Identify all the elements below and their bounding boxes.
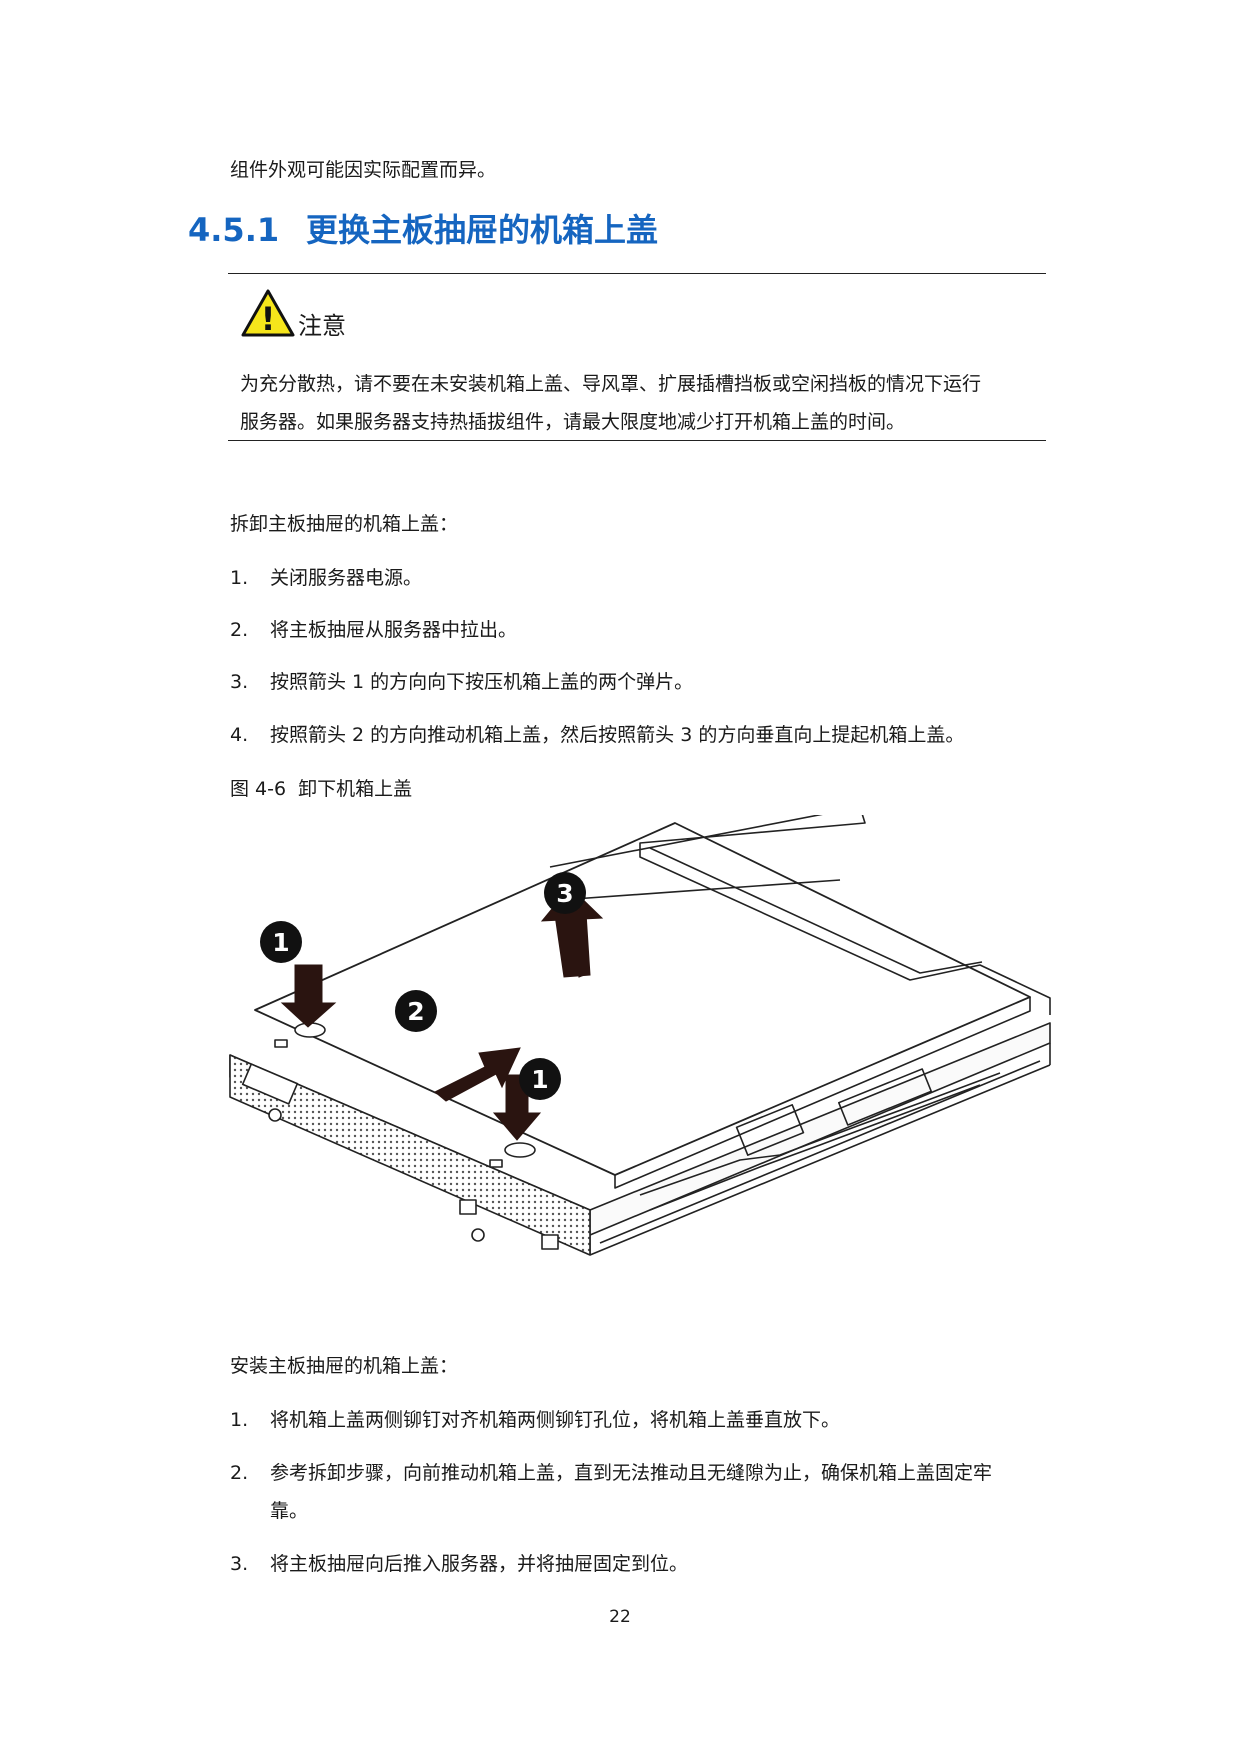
- removal-step-3: 3. 按照箭头 1 的方向向下按压机箱上盖的两个弹片。: [230, 670, 693, 694]
- section-heading: 4.5.1 更换主板抽屉的机箱上盖: [188, 210, 658, 250]
- step-text: 将主板抽屉从服务器中拉出。: [270, 619, 518, 641]
- notice-line-1: 为充分散热，请不要在未安装机箱上盖、导风罩、扩展插槽挡板或空闲挡板的情况下运行: [240, 373, 982, 395]
- removal-step-1: 1. 关闭服务器电源。: [230, 566, 422, 590]
- step-text: 按照箭头 2 的方向推动机箱上盖，然后按照箭头 3 的方向垂直向上提起机箱上盖。: [270, 724, 965, 746]
- section-number: 4.5.1: [188, 211, 280, 249]
- install-step-2-continuation: 靠。: [270, 1500, 309, 1522]
- notice-title: 注意: [298, 312, 346, 340]
- removal-heading: 拆卸主板抽屉的机箱上盖：: [230, 513, 459, 535]
- notice-top-rule: [228, 273, 1046, 274]
- notice-bottom-rule: [228, 440, 1046, 441]
- page-number: 22: [609, 1607, 631, 1627]
- svg-text:1: 1: [531, 1065, 548, 1094]
- callout-3: 3: [544, 872, 586, 914]
- figure-caption-text: 卸下机箱上盖: [298, 778, 413, 800]
- step-text: 将机箱上盖两侧铆钉对齐机箱两侧铆钉孔位，将机箱上盖垂直放下。: [270, 1409, 841, 1431]
- step-text: 将主板抽屉向后推入服务器，并将抽屉固定到位。: [270, 1553, 689, 1575]
- install-step-2: 2. 参考拆卸步骤，向前推动机箱上盖，直到无法推动且无缝隙为止，确保机箱上盖固定牢: [230, 1461, 992, 1485]
- figure-caption: 图 4-6 卸下机箱上盖: [230, 777, 412, 801]
- svg-text:3: 3: [556, 879, 573, 908]
- step-text: 关闭服务器电源。: [270, 567, 423, 589]
- intro-line: 组件外观可能因实际配置而异。: [230, 159, 497, 181]
- callout-1-right: 1: [519, 1058, 561, 1100]
- install-step-3: 3. 将主板抽屉向后推入服务器，并将抽屉固定到位。: [230, 1552, 688, 1576]
- chassis-cover-removal-illustration: 1 1 2 3: [220, 806, 1070, 1295]
- svg-text:!: !: [261, 300, 276, 338]
- svg-text:2: 2: [407, 997, 424, 1026]
- step-number: 1.: [230, 1409, 249, 1431]
- callout-2: 2: [395, 990, 437, 1032]
- callout-1-left: 1: [260, 921, 302, 963]
- warning-triangle-icon: !: [240, 288, 296, 338]
- step-number: 3.: [230, 1553, 249, 1575]
- step-number: 2.: [230, 1462, 249, 1484]
- step-number: 4.: [230, 724, 249, 746]
- install-step-1: 1. 将机箱上盖两侧铆钉对齐机箱两侧铆钉孔位，将机箱上盖垂直放下。: [230, 1408, 840, 1432]
- step-number: 1.: [230, 567, 249, 589]
- step-text: 参考拆卸步骤，向前推动机箱上盖，直到无法推动且无缝隙为止，确保机箱上盖固定牢: [270, 1462, 993, 1484]
- removal-step-2: 2. 将主板抽屉从服务器中拉出。: [230, 618, 517, 642]
- notice-line-2: 服务器。如果服务器支持热插拔组件，请最大限度地减少打开机箱上盖的时间。: [240, 411, 906, 433]
- figure-label: 图 4-6: [230, 778, 287, 800]
- step-number: 3.: [230, 671, 249, 693]
- section-title: 更换主板抽屉的机箱上盖: [306, 211, 659, 249]
- step-text: 按照箭头 1 的方向向下按压机箱上盖的两个弹片。: [270, 671, 694, 693]
- svg-text:1: 1: [272, 928, 289, 957]
- install-heading: 安装主板抽屉的机箱上盖：: [230, 1355, 459, 1377]
- removal-step-4: 4. 按照箭头 2 的方向推动机箱上盖，然后按照箭头 3 的方向垂直向上提起机箱上…: [230, 723, 964, 747]
- step-number: 2.: [230, 619, 249, 641]
